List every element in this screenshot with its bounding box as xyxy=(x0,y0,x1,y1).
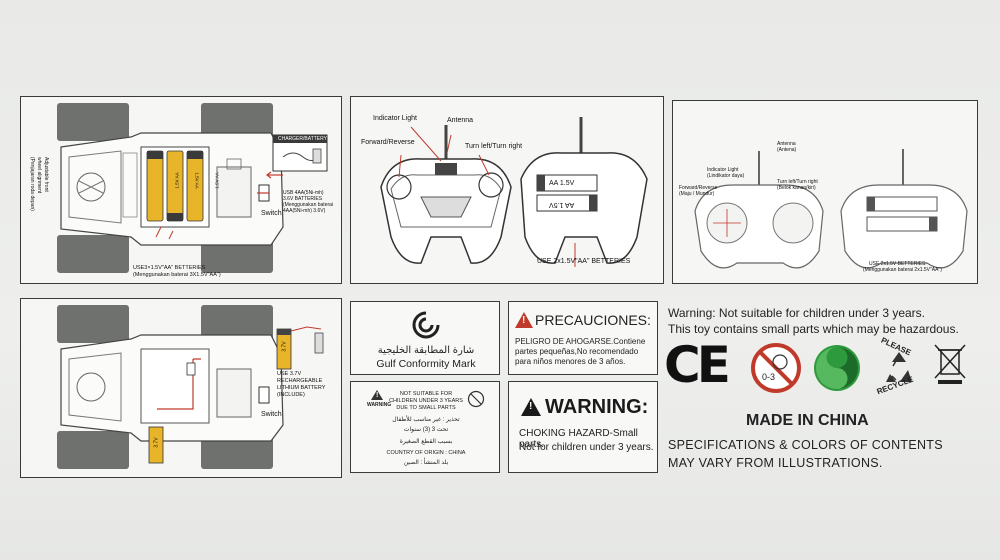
charger-note-2: 3.6V BATTERIES xyxy=(283,196,323,202)
big-warning-icon xyxy=(521,398,541,416)
small-warning-line1: NOT SUITABLE FOR xyxy=(399,391,453,397)
lithium-note-3: LITHIUM BATTERY xyxy=(277,385,326,391)
alignment-note-2: wheel alignment xyxy=(36,157,42,194)
small-warning-origin-ar: بلد المنشأ : الصين xyxy=(403,460,449,466)
cell-top-37: 3.7V xyxy=(281,341,288,352)
charger-note-3: (Menggunakan baterai xyxy=(283,202,334,208)
alignment-note: Adjustable front wheel alignment (Penjaj… xyxy=(23,157,51,237)
charger-note-4: 4AA(5Ni-mh) 3.6V) xyxy=(283,208,326,214)
small-warning-ar3: بسبب القطع الصغيرة xyxy=(399,439,453,445)
car-battery-panel: CHARGER/BATTERY USB 4AA(5Ni-mh) 3.6V BAT… xyxy=(20,96,342,284)
car-lithium-panel: 3.7V 3.7V USE 3.7V RECHARGEABLE LITHIUM … xyxy=(20,298,342,478)
precauciones-line2: partes pequeñas,No recomendado xyxy=(515,347,639,356)
small-warning-box: WARNING NOT SUITABLE FOR CHILDREN UNDER … xyxy=(350,381,500,473)
big-warning-box: WARNING: CHOKING HAZARD-Small parts. Not… xyxy=(508,381,658,473)
small-forward-label: Forward/Reverse xyxy=(679,185,718,191)
small-warning-ar1: تحذير : غير مناسب للأطفال xyxy=(392,417,460,423)
small-turn-label: Turn left/Turn right xyxy=(777,179,818,185)
small-indicator-sub: (Lindikator daya) xyxy=(707,173,745,179)
battery-note-2: (Menggunakan baterai 3X1.5V"AA") xyxy=(133,272,221,278)
switch-label-bottom: Switch xyxy=(261,411,282,418)
lithium-note-2: RECHARGEABLE xyxy=(277,378,323,384)
big-warning-title: WARNING: xyxy=(545,396,649,418)
battery-use-label: USE 2x1.5V"AA" BETTERIES xyxy=(537,258,631,265)
made-in-china: MADE IN CHINA xyxy=(746,412,869,429)
precauciones-title: PRECAUCIONES: xyxy=(535,312,651,328)
small-battery-1: USE 2x1.5V BETTERIES xyxy=(869,261,926,267)
gulf-arabic: شارة المطابقة الخليجية xyxy=(377,345,475,356)
remote-outline-panel: Indicator Light Antenna Forward/Reverse … xyxy=(350,96,664,284)
recycle-icon xyxy=(886,352,912,382)
charger-label: CHARGER/BATTERY xyxy=(278,136,327,142)
age-label: 0-3 xyxy=(762,372,776,382)
small-turn-sub: (Belok kanan/kiri) xyxy=(777,185,816,191)
alignment-note-3: (Penjajaran roda depan) xyxy=(29,157,35,211)
small-forward-sub: (Maju / Mundur) xyxy=(679,191,715,197)
small-warning-label: WARNING xyxy=(367,402,392,408)
car-lithium-diagram xyxy=(57,305,324,469)
cell-bottom-label: AA 1.5V xyxy=(549,201,575,208)
cell-bottom-37: 3.7V xyxy=(153,437,160,448)
small-antenna-sub: (Antena) xyxy=(777,147,797,153)
spec-line-2: MAY VARY FROM ILLUSTRATIONS. xyxy=(668,456,883,470)
precaution-warning-icon xyxy=(515,312,533,328)
lithium-note-4: (INCLUDE) xyxy=(277,392,305,398)
remote-small-panel: Antenna (Antena) Indicator Light (Lindik… xyxy=(672,100,978,284)
cell-top-label: AA 1.5V xyxy=(549,180,575,187)
precauciones-line1: PELIGRO DE AHOGARSE.Contiene xyxy=(515,337,646,346)
small-warning-ar2: تحت 3 (3) سنوات xyxy=(403,427,449,433)
car-chassis-diagram xyxy=(57,103,328,273)
precauciones-line3: para niños menores de 3 años. xyxy=(515,357,626,366)
remote-diagram xyxy=(380,117,648,267)
small-antenna-label: Antenna xyxy=(777,141,796,147)
big-warning-line1: CHOKING HAZARD-Small parts. xyxy=(519,428,638,450)
small-warning-line2: CHILDREN UNDER 3 YEARS xyxy=(389,398,463,404)
green-dot-icon xyxy=(814,345,860,391)
battery-note-1: USE3×1.5V"AA" BETTERIES xyxy=(133,265,206,271)
cell-label-3: 1.5V AA xyxy=(214,172,220,189)
spec-line-1: SPECIFICATIONS & COLORS OF CONTENTS xyxy=(668,438,943,452)
remote-small-diagram xyxy=(694,149,968,269)
big-warning-line2: Not for children under 3 years. xyxy=(519,442,654,453)
gulf-english: Gulf Conformity Mark xyxy=(376,358,476,370)
switch-label: Switch xyxy=(261,210,282,217)
turn-label: Turn left/Turn right xyxy=(465,143,523,150)
age-restriction-icon xyxy=(751,343,801,393)
small-battery-2: (Menggunakan baterai 2x1.5V"AA") xyxy=(863,267,942,273)
right-warning-2: This toy contains small parts which may … xyxy=(668,322,959,336)
small-indicator-label: Indicator Light xyxy=(707,167,739,173)
cell-label-1: 1.5V AA xyxy=(174,172,180,189)
cell-label-2: 1.5V AA xyxy=(194,172,200,189)
small-warning-icon xyxy=(371,390,383,400)
alignment-note-1: Adjustable front xyxy=(43,157,49,192)
indicator-label: Indicator Light xyxy=(373,115,417,122)
lithium-note-1: USE 3.7V xyxy=(277,371,302,377)
forward-label: Forward/Reverse xyxy=(361,139,415,146)
gulf-conformity-box: شارة المطابقة الخليجية Gulf Conformity M… xyxy=(350,301,500,375)
antenna-label: Antenna xyxy=(447,117,474,124)
gulf-mark-icon xyxy=(412,311,440,339)
no-kids-icon xyxy=(467,390,485,408)
right-warning-1: Warning: Not suitable for children under… xyxy=(668,306,926,320)
small-warning-origin: COUNTRY OF ORIGIN : CHINA xyxy=(386,450,466,456)
precauciones-box: PRECAUCIONES: PELIGRO DE AHOGARSE.Contie… xyxy=(508,301,658,375)
small-warning-line3: DUE TO SMALL PARTS xyxy=(396,405,456,411)
weee-bin-icon xyxy=(934,344,966,384)
ce-mark: CE xyxy=(664,336,731,394)
charger-note-1: USB 4AA(5Ni-mh) xyxy=(283,190,324,196)
